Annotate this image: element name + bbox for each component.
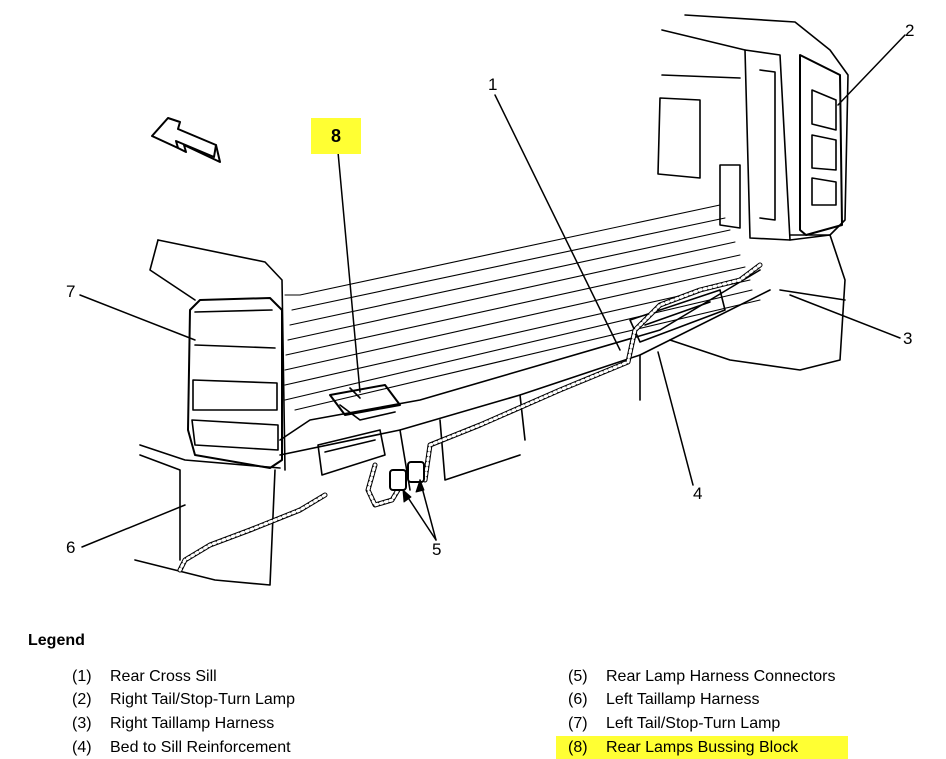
right-rear-quarter — [669, 234, 846, 371]
direction-arrow-icon — [151, 117, 221, 163]
legend-column-left: (1) Rear Cross Sill (2) Right Tail/Stop-… — [72, 665, 295, 759]
left-tail-stop-turn-lamp — [187, 297, 283, 469]
legend-item-number: (7) — [568, 714, 588, 732]
right-bedside — [657, 14, 849, 241]
arrowhead — [402, 489, 412, 503]
leader-lines — [79, 34, 906, 548]
legend-item-number: (2) — [72, 691, 92, 709]
callout-4: 4 — [693, 484, 703, 503]
legend-item: (4) Bed to Sill Reinforcement — [72, 736, 295, 759]
legend-item-text: Right Tail/Stop-Turn Lamp — [110, 691, 295, 709]
callout-3: 3 — [903, 329, 913, 348]
legend-item-text: Rear Lamps Bussing Block — [606, 738, 799, 756]
bed-to-sill-reinforcement — [317, 289, 726, 476]
rear-lamp-harness-connectors — [389, 461, 425, 491]
callout-2: 2 — [905, 21, 915, 40]
left-bedside — [134, 239, 286, 586]
bed-floor — [284, 204, 761, 411]
legend-item: (7) Left Tail/Stop-Turn Lamp — [568, 712, 848, 736]
arrowhead — [415, 479, 425, 493]
left-taillamp-harness — [177, 492, 328, 573]
legend-item: (6) Left Taillamp Harness — [568, 689, 848, 713]
right-tail-stop-turn-lamp — [799, 54, 843, 236]
legend-item: (3) Right Taillamp Harness — [72, 712, 295, 736]
rear-lamp-harness — [365, 262, 763, 508]
legend-item-text: Bed to Sill Reinforcement — [110, 738, 291, 756]
rear-lamps-bussing-block — [329, 384, 401, 421]
legend-title: Legend — [28, 632, 85, 649]
legend-item: (1) Rear Cross Sill — [72, 665, 295, 689]
legend-item-number: (4) — [72, 738, 92, 756]
legend-item-text: Right Taillamp Harness — [110, 714, 275, 732]
truck-bed-diagram — [79, 14, 906, 586]
legend-item: (2) Right Tail/Stop-Turn Lamp — [72, 689, 295, 713]
legend-item-number: (1) — [72, 667, 92, 685]
legend-item-text: Left Tail/Stop-Turn Lamp — [606, 714, 781, 732]
callout-8-highlighted: 8 — [311, 118, 361, 154]
callout-7: 7 — [66, 282, 76, 301]
callout-1: 1 — [488, 75, 498, 94]
callout-6: 6 — [66, 538, 76, 557]
legend-column-right: (5) Rear Lamp Harness Connectors (6) Lef… — [556, 665, 848, 759]
legend-item-text: Rear Lamp Harness Connectors — [606, 667, 836, 685]
legend-item-highlighted: (8) Rear Lamps Bussing Block — [556, 735, 848, 759]
legend-item: (5) Rear Lamp Harness Connectors — [568, 665, 848, 689]
legend-item-text: Left Taillamp Harness — [606, 691, 760, 709]
legend-item-text: Rear Cross Sill — [110, 667, 217, 685]
legend-item-number: (6) — [568, 691, 588, 709]
legend-item-number: (8) — [568, 738, 588, 756]
legend-item-number: (5) — [568, 667, 588, 685]
callout-5: 5 — [432, 540, 442, 559]
legend-item-number: (3) — [72, 714, 92, 732]
